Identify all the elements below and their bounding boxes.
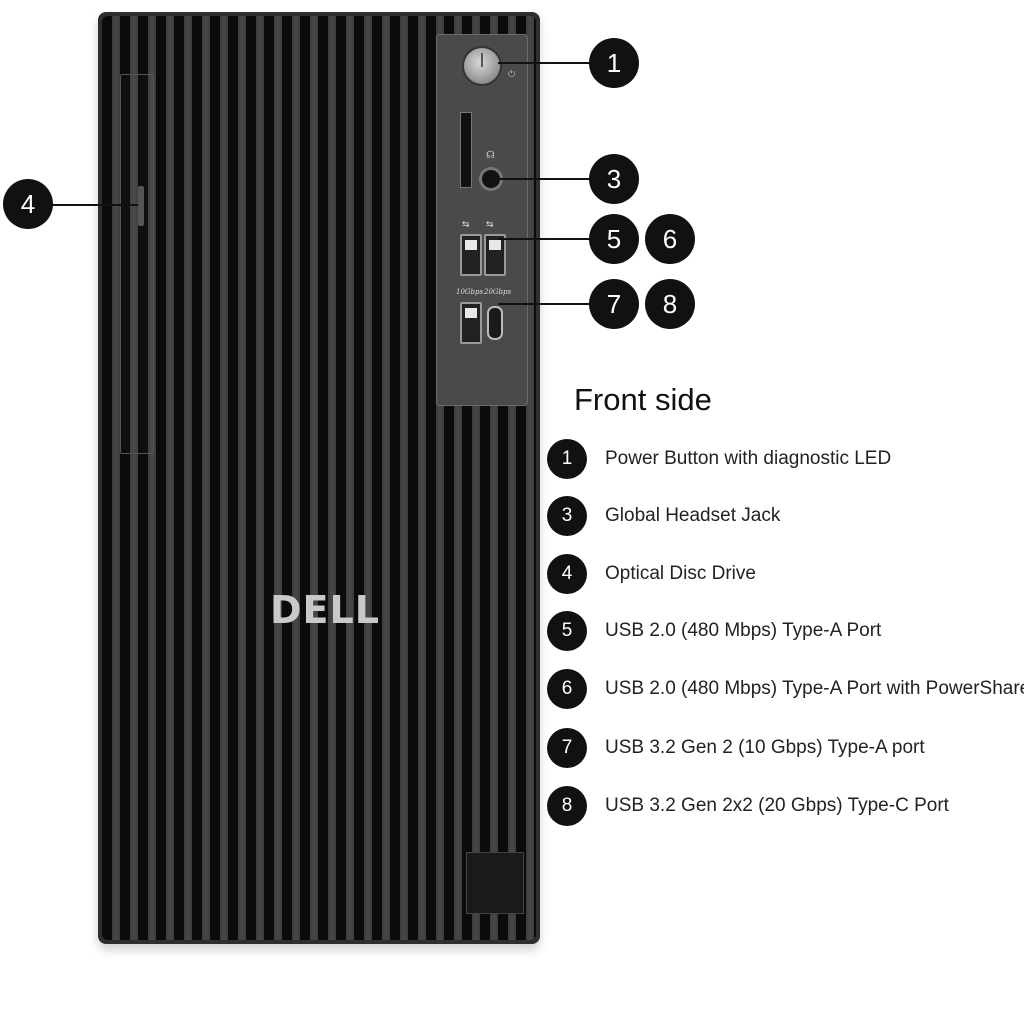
legend-label: USB 3.2 Gen 2x2 (20 Gbps) Type-C Port: [605, 795, 949, 816]
usb-powershare-icon: ⇆: [486, 220, 494, 230]
headset-jack: [482, 170, 500, 188]
legend-number: 6: [547, 669, 587, 709]
leader-line-5-6: [498, 238, 590, 240]
legend-item: 5 USB 2.0 (480 Mbps) Type-A Port: [547, 611, 881, 651]
leader-line-1: [498, 62, 590, 64]
legend-number: 3: [547, 496, 587, 536]
callout-6: 6: [645, 214, 695, 264]
legend-label: Optical Disc Drive: [605, 563, 756, 584]
callout-7: 7: [589, 279, 639, 329]
dell-logo: DELL: [270, 588, 380, 632]
callout-3: 3: [589, 154, 639, 204]
legend-item: 8 USB 3.2 Gen 2x2 (20 Gbps) Type-C Port: [547, 786, 949, 826]
legend-title: Front side: [574, 382, 712, 417]
legend-number: 7: [547, 728, 587, 768]
callout-8: 8: [645, 279, 695, 329]
legend-label: USB 3.2 Gen 2 (10 Gbps) Type-A port: [605, 737, 925, 758]
card-reader-slot: [460, 112, 472, 188]
rear-vent-block: [466, 852, 524, 914]
legend-label: USB 2.0 (480 Mbps) Type-A Port with Powe…: [605, 678, 1024, 699]
speed-20gbps-icon: 20Gbps: [484, 288, 512, 296]
leader-line-4: [52, 204, 138, 206]
legend-item: 4 Optical Disc Drive: [547, 554, 756, 594]
legend-number: 5: [547, 611, 587, 651]
usb-icon: ⇆: [462, 220, 470, 230]
legend-item: 3 Global Headset Jack: [547, 496, 780, 536]
callout-4: 4: [3, 179, 53, 229]
legend-label: Power Button with diagnostic LED: [605, 448, 892, 469]
leader-line-3: [500, 178, 590, 180]
legend-item: 1 Power Button with diagnostic LED: [547, 439, 891, 479]
optical-drive-eject-button: [138, 186, 144, 226]
usb-2-powershare-port: [484, 234, 506, 276]
speed-10gbps-icon: 10Gbps: [456, 288, 484, 296]
headset-icon: ☊: [486, 150, 495, 161]
usb-c-port: [487, 306, 503, 340]
desktop-tower: DELL ⏻ ☊ ⇆ ⇆ 10Gbps 20Gbps: [98, 12, 540, 944]
front-io-panel: ⏻ ☊ ⇆ ⇆ 10Gbps 20Gbps: [436, 34, 528, 406]
front-bezel: DELL ⏻ ☊ ⇆ ⇆ 10Gbps 20Gbps: [102, 16, 536, 940]
callout-5: 5: [589, 214, 639, 264]
legend-number: 4: [547, 554, 587, 594]
legend-label: Global Headset Jack: [605, 505, 781, 526]
optical-disc-drive: [120, 74, 154, 454]
legend-number: 1: [547, 439, 587, 479]
power-button: [464, 48, 500, 84]
legend-number: 8: [547, 786, 587, 826]
legend-item: 7 USB 3.2 Gen 2 (10 Gbps) Type-A port: [547, 728, 925, 768]
usb-2-port: [460, 234, 482, 276]
power-icon: ⏻: [508, 70, 516, 80]
leader-line-7-8: [498, 303, 590, 305]
usb-3-2-type-a-port: [460, 302, 482, 344]
callout-1: 1: [589, 38, 639, 88]
legend-item: 6 USB 2.0 (480 Mbps) Type-A Port with Po…: [547, 669, 1024, 709]
legend-label: USB 2.0 (480 Mbps) Type-A Port: [605, 620, 882, 641]
